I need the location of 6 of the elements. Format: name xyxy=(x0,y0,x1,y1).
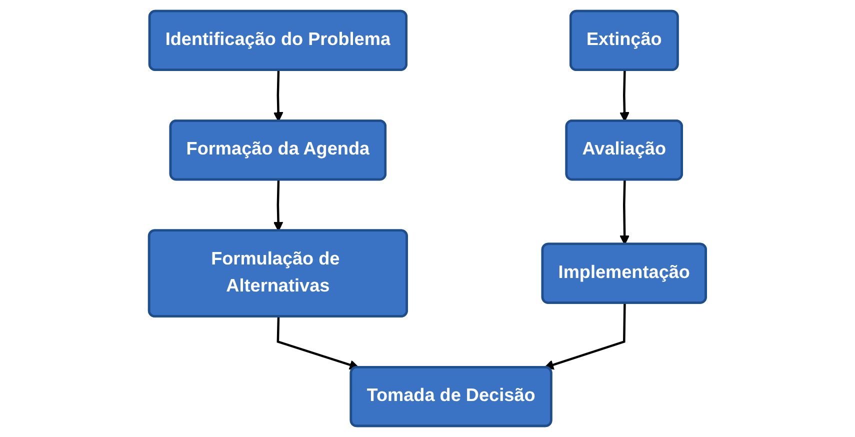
arrow xyxy=(273,180,284,232)
arrow xyxy=(276,316,360,370)
arrow xyxy=(620,180,630,245)
arrow xyxy=(273,70,284,122)
arrow xyxy=(620,70,630,122)
arrow xyxy=(544,303,626,370)
